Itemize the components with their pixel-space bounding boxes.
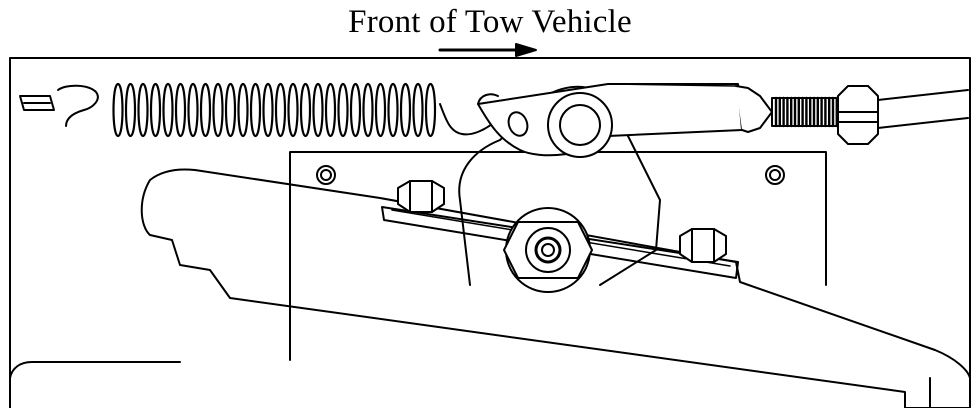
spring-coil — [149, 82, 162, 138]
diagram-caption: Front of Tow Vehicle — [348, 4, 632, 40]
spring-coil — [337, 82, 349, 138]
slot-plate — [381, 206, 739, 279]
spring-coil — [387, 82, 399, 138]
spring-coil — [162, 82, 174, 138]
pivot-bolt-icon — [503, 207, 593, 293]
frame-outline — [9, 57, 971, 408]
spring-coil — [249, 82, 262, 138]
spring-coil — [399, 82, 412, 138]
spring-coil — [349, 82, 362, 138]
spring-coil — [187, 82, 199, 138]
spring-coil — [137, 82, 149, 138]
spring-coil — [312, 82, 324, 138]
spring-coil — [212, 82, 224, 138]
plate-hole-left-icon — [316, 165, 336, 185]
spring-coil — [274, 82, 287, 138]
spring-coil — [412, 82, 424, 138]
spring-coil — [199, 82, 212, 138]
spring-coil — [287, 82, 299, 138]
spring-coil — [262, 82, 274, 138]
spring-coil — [124, 82, 137, 138]
spring-coil — [324, 82, 337, 138]
return-spring — [19, 82, 493, 138]
spring-coil — [112, 82, 124, 138]
spring-coil — [374, 82, 387, 138]
spring-coil — [424, 82, 437, 138]
threaded-rod — [771, 96, 839, 128]
clevis — [477, 83, 773, 158]
lower-frame — [9, 361, 181, 408]
lever-arm — [140, 168, 971, 408]
bolt-head-left-icon — [397, 180, 445, 213]
hex-nut-icon — [837, 85, 879, 145]
cable — [877, 89, 969, 129]
spring-coil — [237, 82, 249, 138]
spring-coil — [224, 82, 237, 138]
direction-arrow-icon — [438, 43, 537, 57]
bolt-head-right-icon — [679, 228, 727, 263]
spring-coil — [299, 82, 312, 138]
plate-hole-right-icon — [765, 165, 785, 185]
spring-coil — [174, 82, 187, 138]
spring-coil — [362, 82, 374, 138]
